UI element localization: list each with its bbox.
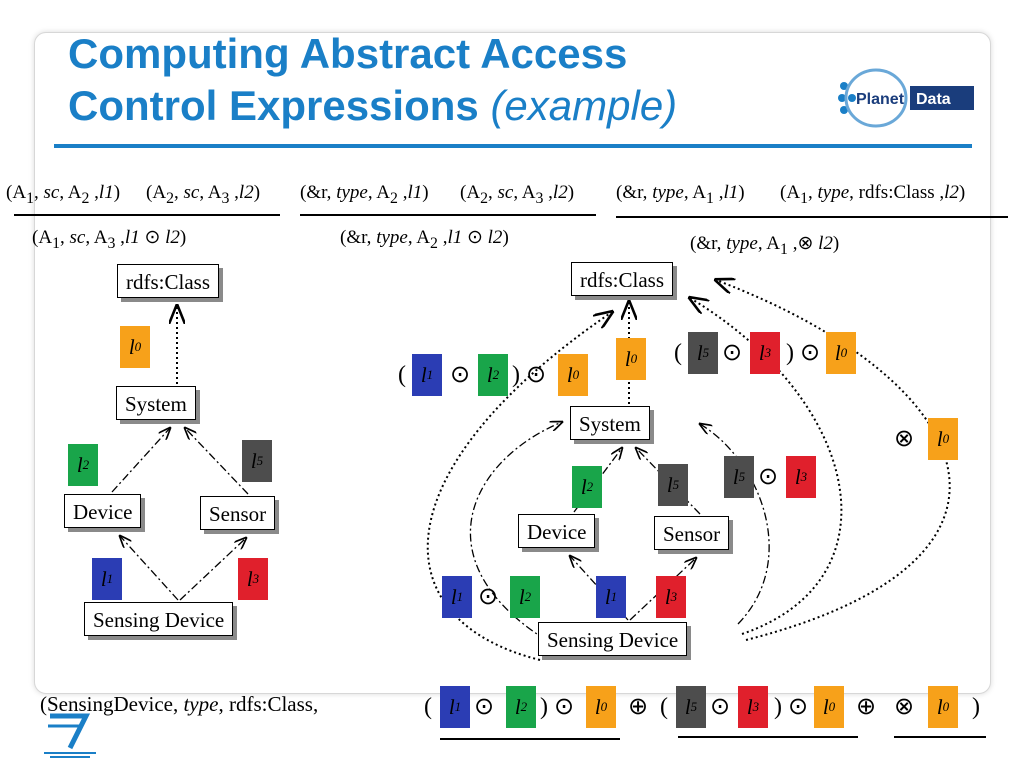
bottom-dot-3: ⊙: [710, 694, 731, 720]
left-expr-result: (A1, sc, A3 ,l1 ⊙ l2): [32, 227, 187, 252]
left-node-sensor: Sensor: [200, 496, 276, 530]
expr-b-lparen: (: [674, 340, 682, 366]
bottom-rparen-3: ): [972, 694, 980, 720]
right-edge-sd-class-middle: [690, 298, 843, 635]
expr-c-otimes: ⊗: [894, 426, 915, 452]
logo-text-data: Data: [916, 91, 951, 108]
left-node-device: Device: [64, 494, 142, 528]
left-inference-line: [14, 214, 280, 216]
left-expr-1: (A1, sc, A2 ,l1): [6, 182, 121, 207]
left-expr-2: (A2, sc, A3 ,l2): [146, 182, 261, 207]
right-edge-sd-system-via-sensor: [700, 424, 770, 625]
bottom-rparen-1: ): [540, 694, 548, 720]
right-node-device: Device: [518, 514, 596, 548]
fp7-logo: [44, 713, 96, 758]
bottom-dot-4: ⊙: [788, 694, 809, 720]
slide-title: Computing Abstract Access Control Expres…: [68, 28, 677, 132]
left-edge-sd-sensor: [179, 538, 246, 601]
expr-b-dot2: ⊙: [800, 340, 821, 366]
right-expr-result: (&r, type, A1 ,⊗ l2): [690, 233, 840, 258]
right-node-sensor: Sensor: [654, 516, 730, 550]
right-expr-1: (&r, type, A1 ,l1): [616, 182, 745, 207]
bottom-underline-2: [678, 736, 858, 738]
expr-e-dot: ⊙: [478, 584, 499, 610]
bottom-underline-3: [894, 736, 986, 738]
middle-expr-result: (&r, type, A2 ,l1 ⊙ l2): [340, 227, 509, 252]
left-edge-device-system: [111, 428, 170, 493]
left-node-rdfs-class: rdfs:Class: [117, 264, 219, 298]
left-edge-sd-device: [120, 536, 179, 601]
right-expr-2: (A1, type, rdfs:Class ,l2): [780, 182, 966, 207]
bottom-dot-1: ⊙: [474, 694, 495, 720]
title-line-2: Control Expressions: [68, 82, 479, 129]
right-edge-sd-class-left: [426, 312, 612, 661]
bottom-expr-prefix: (SensingDevice, type, rdfs:Class,: [40, 692, 319, 716]
expr-b-dot1: ⊙: [722, 340, 743, 366]
expr-a-rparen: ): [512, 362, 520, 388]
right-inference-line: [616, 216, 1008, 218]
bottom-lparen-1: (: [424, 694, 432, 720]
middle-expr-2: (A2, sc, A3 ,l2): [460, 182, 575, 207]
middle-inference-line: [300, 214, 596, 216]
bottom-dot-2: ⊙: [554, 694, 575, 720]
left-edge-sensor-system: [185, 428, 249, 495]
right-node-rdfs-class: rdfs:Class: [571, 262, 673, 296]
logo-text-planet: Planet: [856, 91, 905, 108]
right-edge-sd-system-via-device: [469, 422, 562, 641]
bottom-underline-1: [440, 738, 620, 740]
bottom-oplus-1: ⊕: [628, 694, 649, 720]
expr-d-dot: ⊙: [758, 464, 779, 490]
bottom-rparen-2: ): [774, 694, 782, 720]
planetdata-logo: Planet Data: [838, 68, 974, 128]
title-rule: [54, 144, 972, 148]
middle-expr-1: (&r, type, A2 ,l1): [300, 182, 429, 207]
right-node-system: System: [570, 406, 650, 440]
expr-a-lparen: (: [398, 362, 406, 388]
left-node-sensing-device: Sensing Device: [84, 602, 234, 636]
expr-b-rparen: ): [786, 340, 794, 366]
expr-a-dot2: ⊙: [526, 362, 547, 388]
bottom-lparen-2: (: [660, 694, 668, 720]
bottom-otimes: ⊗: [894, 694, 915, 720]
title-line-1: Computing Abstract Access: [68, 30, 628, 77]
left-node-system: System: [116, 386, 196, 420]
bottom-oplus-2: ⊕: [856, 694, 877, 720]
right-edge-sd-class-right: [716, 280, 951, 641]
right-edge-sensor-system: [636, 448, 701, 515]
right-node-sensing-device: Sensing Device: [538, 622, 688, 656]
title-example: (example): [490, 82, 678, 129]
right-edge-sd-sensor: [629, 558, 696, 621]
expr-a-dot1: ⊙: [450, 362, 471, 388]
